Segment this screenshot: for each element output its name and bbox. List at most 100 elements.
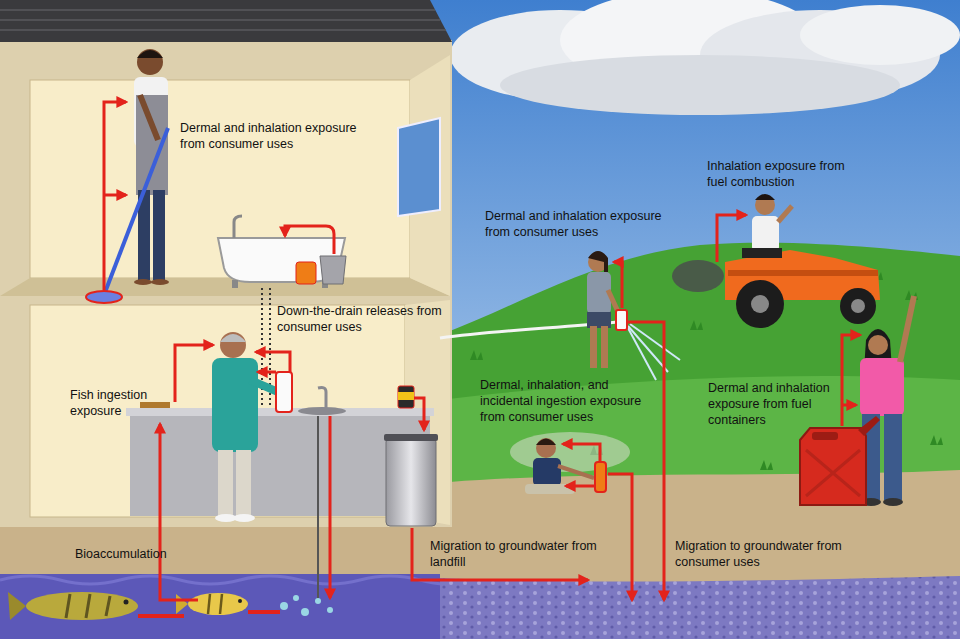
exposure-arrow — [175, 345, 213, 402]
food-chain-link — [248, 610, 280, 614]
walleye-fish — [8, 592, 26, 620]
person-mopping — [137, 49, 163, 75]
perch-fish — [238, 599, 242, 603]
exposure-arrow — [842, 404, 856, 407]
callout-label: Migration to groundwater from landfill — [430, 538, 620, 570]
exposure-arrow — [104, 102, 126, 290]
person-waving — [868, 335, 888, 355]
cloud — [500, 55, 900, 115]
grass-hill — [440, 243, 960, 500]
person-hosing — [616, 310, 627, 330]
food-chain-link — [138, 614, 184, 618]
grass-tuft — [930, 435, 943, 445]
person-spraying — [233, 514, 255, 522]
product-bottle — [595, 462, 606, 492]
person-spraying — [220, 332, 246, 358]
tractor — [736, 280, 784, 328]
water-spray — [630, 324, 680, 360]
plankton — [293, 595, 299, 601]
person-mopping — [134, 279, 152, 285]
grass-tuft — [760, 460, 773, 470]
vapor-cloud — [510, 432, 630, 472]
tractor — [742, 248, 782, 258]
plankton — [280, 595, 333, 616]
person-waving — [860, 296, 914, 506]
person-spraying — [236, 450, 251, 516]
tractor — [851, 299, 865, 313]
food-chain-link — [138, 612, 280, 616]
child-sitting — [525, 438, 594, 494]
person-spraying — [212, 332, 292, 522]
roof-line — [0, 29, 446, 31]
bathtub — [232, 280, 238, 288]
callout-label: Down-the-drain releases from consumer us… — [277, 303, 457, 335]
water-wave — [0, 576, 460, 584]
bathtub — [218, 216, 345, 288]
exhaust-smoke — [672, 260, 724, 292]
perch-fish — [208, 594, 222, 614]
callout-label: Dermal, inhalation, and incidental inges… — [480, 377, 656, 425]
fuel-can — [800, 416, 880, 505]
fuel-can — [800, 428, 866, 505]
floor — [0, 278, 450, 296]
person-mopping — [86, 49, 169, 303]
walleye-fish — [66, 594, 70, 618]
person-spraying — [220, 334, 246, 342]
callout-label: Bioaccumulation — [75, 546, 195, 562]
trash-can — [386, 438, 436, 526]
person-on-tractor — [752, 216, 779, 252]
bathtub — [234, 216, 242, 238]
walleye-fish — [26, 592, 138, 620]
child-sitting — [533, 458, 561, 486]
plankton — [301, 608, 309, 616]
exposure-arrow — [614, 262, 622, 308]
perch-fish — [220, 594, 222, 614]
plankton — [280, 602, 288, 610]
child-sitting — [558, 466, 594, 478]
person-mopping — [104, 128, 168, 295]
person-spraying — [276, 372, 292, 412]
exposure-arrow — [608, 474, 632, 600]
walleye-fish — [86, 594, 90, 618]
person-mopping — [153, 190, 165, 280]
walleye-fish — [124, 600, 129, 605]
person-hosing — [587, 251, 627, 368]
roof-line — [0, 10, 446, 30]
water-spray — [628, 324, 680, 380]
groundwater — [440, 576, 960, 639]
callout-label: Migration to groundwater from consumer u… — [675, 538, 845, 570]
exposure-arrow — [258, 371, 276, 374]
grass-tuft — [470, 350, 483, 360]
grass-tuft — [690, 320, 703, 330]
exposure-arrow — [160, 424, 198, 600]
person-spraying — [250, 380, 278, 392]
person-on-tractor — [755, 194, 775, 200]
plankton — [327, 607, 333, 613]
perch-fish — [176, 594, 188, 614]
person-mopping — [140, 95, 158, 140]
walleye-fish — [66, 594, 110, 618]
person-on-tractor — [755, 195, 775, 215]
perch-fish — [208, 594, 210, 614]
sink — [298, 407, 346, 415]
fuel-can — [858, 416, 880, 436]
callout-label: Dermal and inhalation exposure from cons… — [485, 208, 685, 240]
callout-label: Inhalation exposure from fuel combustion — [707, 158, 857, 190]
person-hosing — [587, 312, 611, 328]
person-mopping — [151, 279, 169, 285]
person-waving — [883, 498, 903, 506]
roof-line — [0, 9, 435, 11]
child-sitting — [536, 439, 556, 446]
exposure-arrow — [414, 398, 424, 430]
exposure-arrow — [412, 528, 588, 580]
person-waving — [884, 414, 902, 500]
person-waving — [860, 358, 904, 416]
trash-can — [384, 434, 438, 441]
cloud — [800, 5, 960, 65]
exposure-arrow — [329, 416, 332, 598]
child-sitting — [536, 438, 556, 458]
exposure-arrow — [104, 102, 860, 600]
person-hosing — [588, 251, 608, 272]
walleye-fish — [106, 596, 110, 616]
